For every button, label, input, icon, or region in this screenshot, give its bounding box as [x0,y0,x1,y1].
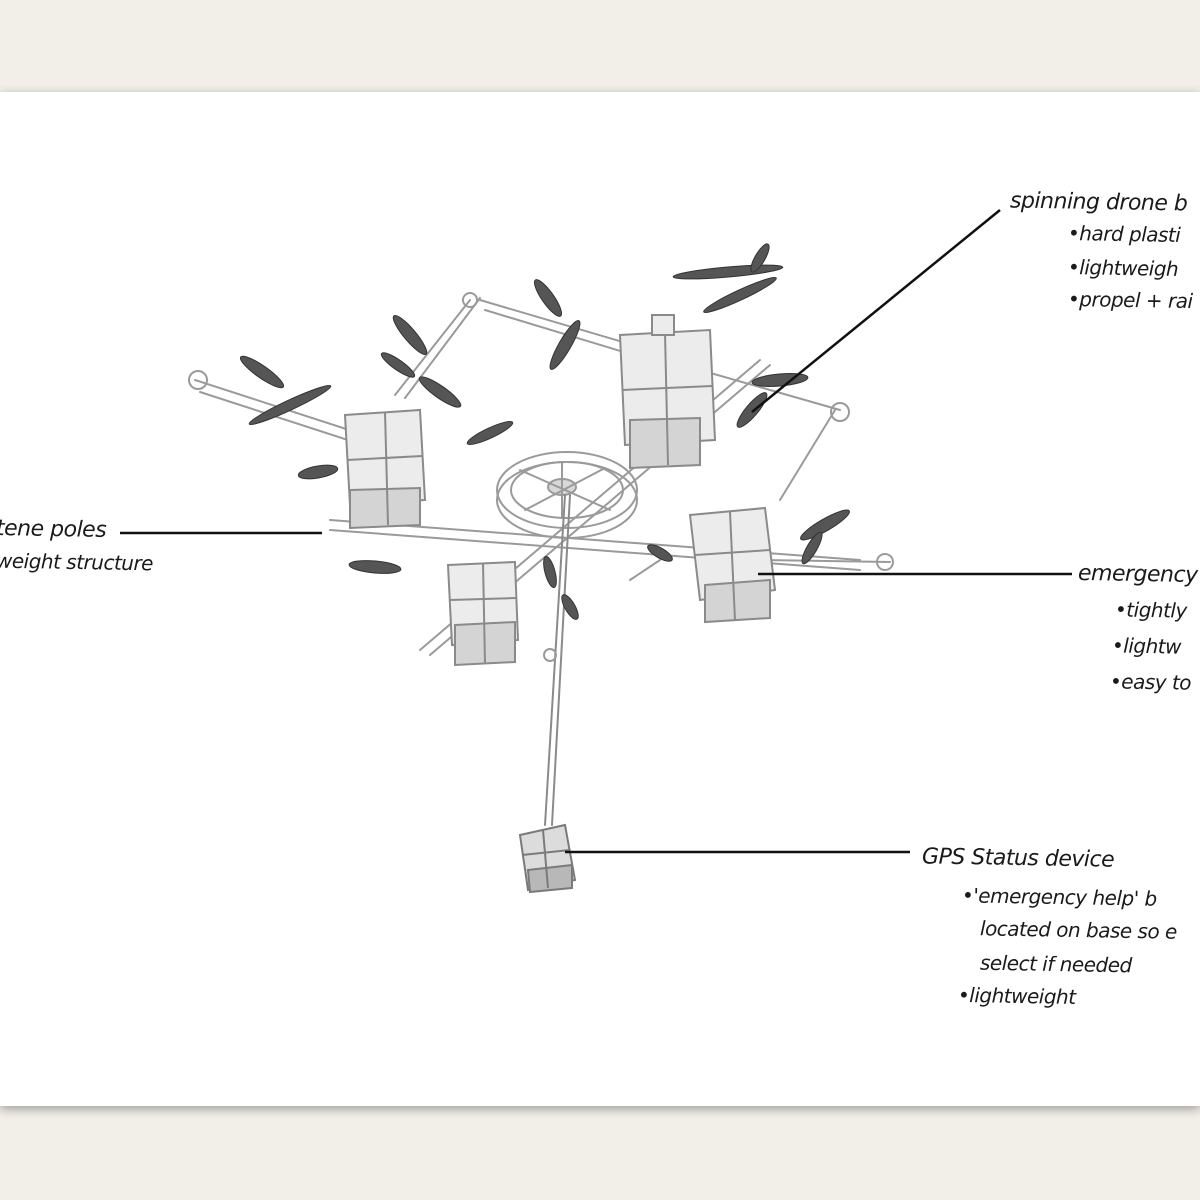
tether-line [543,494,571,826]
blade [297,464,339,480]
supply-box [446,560,520,667]
leader-lines [120,209,1072,854]
blade [750,243,770,273]
blades-note-title: spinning drone b [1009,188,1188,217]
boxes-note-bullet: •easy to [1109,669,1192,695]
gps-note-bullet: select if needed [979,950,1132,978]
blades-note-bullet: •propel + rai [1067,286,1193,314]
blade [736,392,768,428]
blade [380,352,416,378]
blade [543,555,557,589]
blade [561,594,579,620]
gps-note-title: GPS Status device [921,844,1115,873]
boxes-note-bullet: •lightw [1111,633,1182,659]
blade [466,421,514,445]
propeller-blades [239,243,850,620]
blade [418,376,462,408]
supply-box [688,506,777,624]
blades-note-bullet: •lightweigh [1067,255,1179,281]
blade [248,384,332,426]
frame-poles [188,292,894,656]
blade [703,276,777,314]
emergency-boxes [343,314,777,667]
paper-sheet [0,92,1200,1106]
blade [549,320,581,370]
gps-note-bullet: •'emergency help' b [961,883,1157,911]
blades-note-bullet: •hard plasti [1067,221,1181,247]
boxes-note-bullet: •tightly [1114,597,1188,623]
supply-box [343,408,427,530]
gps-device [518,823,577,894]
blade [348,560,402,574]
poles-note-title: tene poles [0,516,107,543]
blade [239,355,285,389]
gps-note-bullet: •lightweight [957,982,1076,1010]
blade [392,314,428,356]
gps-note-bullet: located on base so e [979,916,1178,944]
boxes-note-title: emergency [1077,560,1198,589]
poles-note-bullet: weight structure [0,548,154,576]
blade [801,531,823,565]
blade [533,279,563,317]
blade [647,544,673,562]
blades-leader-line [751,209,1001,413]
supply-box [618,314,717,470]
blade [800,509,850,541]
central-hub [496,451,638,539]
